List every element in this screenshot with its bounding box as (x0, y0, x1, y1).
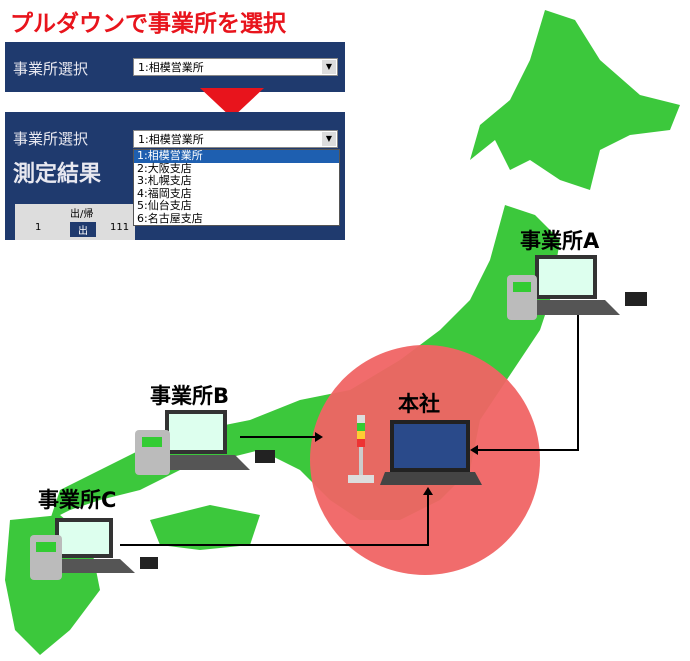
office-select[interactable]: 1:相模営業所 ▼ (133, 130, 338, 148)
select-label: 事業所選択 (13, 130, 89, 148)
chevron-down-icon[interactable]: ▼ (322, 132, 336, 146)
dropdown-list: 1:相模営業所 2:大阪支店 3:札幌支店 4:福岡支店 5:仙台支店 6:名古… (133, 149, 340, 226)
office-select[interactable]: 1:相模営業所 ▼ (133, 58, 338, 76)
dropdown-option[interactable]: 2:大阪支店 (137, 161, 192, 175)
dropdown-option[interactable]: 6:名古屋支店 (137, 211, 203, 225)
dropdown-option[interactable]: 4:福岡支店 (137, 186, 192, 200)
select-label: 事業所選択 (13, 60, 89, 78)
result-table: 出/帰 1 出 111 (15, 204, 135, 240)
hq-laptop-signal-tower-icon (348, 415, 482, 485)
laptop-terminal-icon (507, 255, 647, 320)
connection-lines (120, 315, 579, 546)
result-heading: 測定結果 (13, 162, 102, 187)
hq-label: 本社 (398, 392, 440, 416)
table-cell: 1 (35, 222, 42, 233)
app-panel-after: 事業所選択 1:相模営業所 ▼ 測定結果 出/帰 1 出 111 1:相模営業所 … (5, 112, 345, 240)
hokkaido (470, 10, 680, 190)
dropdown-option[interactable]: 5:仙台支店 (137, 199, 192, 212)
dropdown-option[interactable]: 1:相模営業所 (134, 149, 339, 163)
table-cell: 111 (110, 222, 130, 233)
table-header: 出/帰 (70, 209, 94, 220)
laptop-terminal-icon (135, 410, 275, 475)
heading: プルダウンで事業所を選択 (10, 11, 286, 37)
chevron-down-icon[interactable]: ▼ (322, 60, 336, 74)
shikoku (150, 505, 260, 550)
site-b-label: 事業所B (150, 384, 230, 408)
site-a-label: 事業所A (520, 229, 600, 253)
selected-value: 1:相模営業所 (138, 133, 204, 146)
site-c-label: 事業所C (38, 488, 117, 512)
laptop-terminal-icon (30, 518, 158, 580)
app-panel-before: 事業所選択 1:相模営業所 ▼ (5, 42, 345, 92)
dropdown-option[interactable]: 3:札幌支店 (137, 174, 192, 187)
table-cell: 出 (70, 222, 96, 237)
selected-value: 1:相模営業所 (138, 61, 204, 74)
